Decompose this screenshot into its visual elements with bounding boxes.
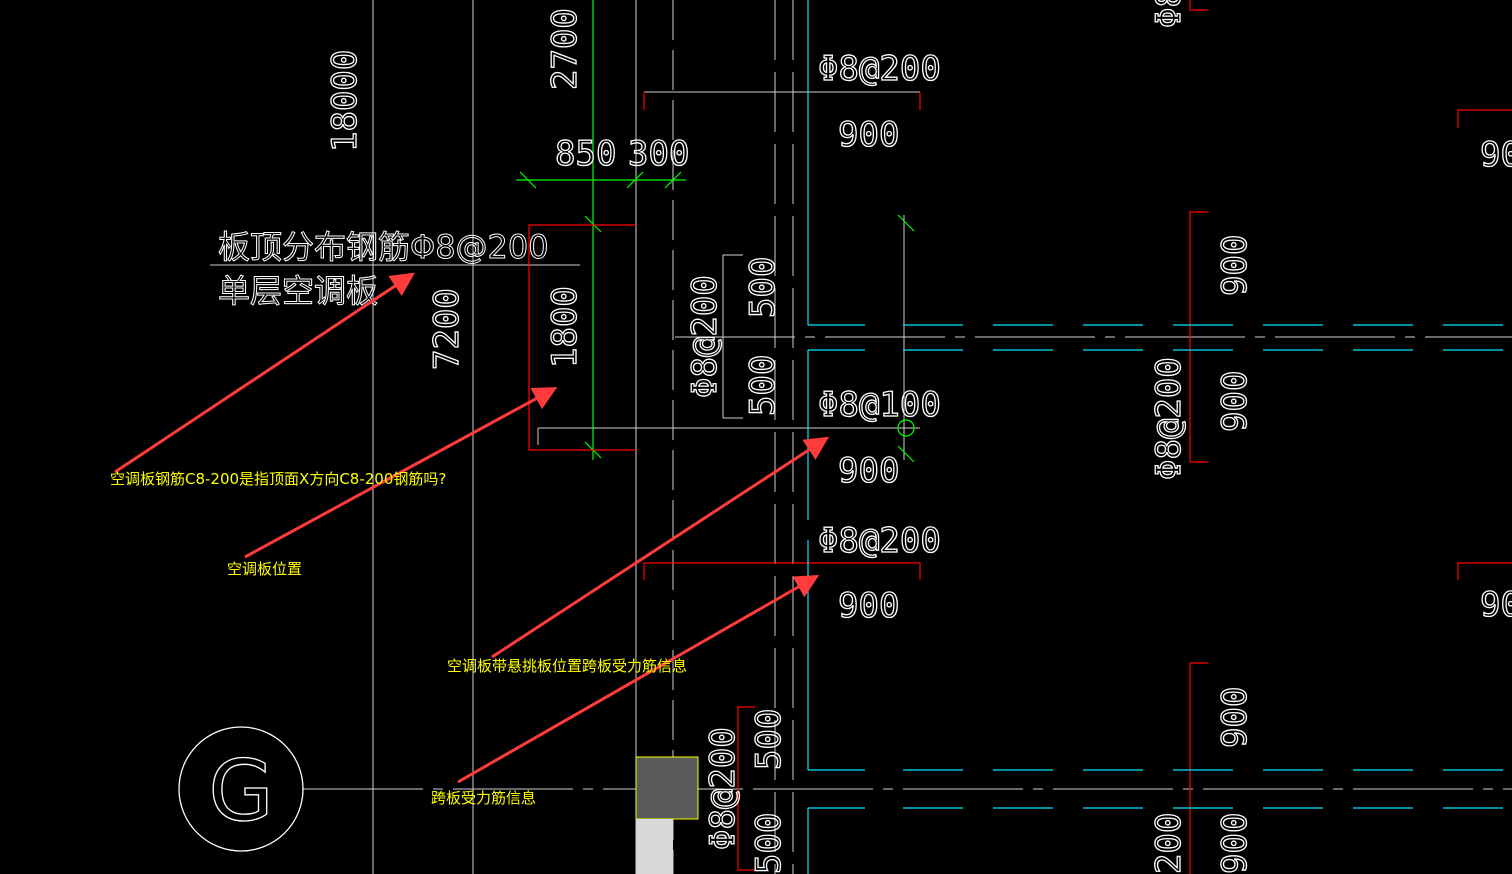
- column-block-lower: [636, 819, 673, 874]
- dim-18000: 18000: [325, 50, 365, 152]
- red-rebar-lines: [528, 0, 1512, 874]
- grid-axis-label: G: [208, 742, 273, 840]
- green-lines: [516, 0, 915, 463]
- dim-500-bottom-a: 500: [749, 709, 789, 770]
- rebar-top-edge: Φ8: [1149, 0, 1189, 28]
- annotation-question: 空调板钢筋C8-200是指顶面X方向C8-200钢筋吗?: [110, 470, 446, 488]
- annotation-ac-slab-position: 空调板位置: [227, 560, 302, 578]
- dim-850: 850: [555, 134, 616, 174]
- dim-900-mid: 900: [838, 451, 899, 491]
- dim-300: 300: [628, 134, 689, 174]
- dim-900-right-b: 900: [1215, 371, 1255, 432]
- grid-lines: [210, 0, 1512, 874]
- arrow-1: [114, 272, 415, 474]
- dim-90-edge-a: 90: [1480, 135, 1512, 175]
- label-single-layer-ac-slab: 单层空调板: [218, 272, 378, 310]
- arrow-2: [244, 387, 558, 559]
- annotation-span-rebar-info: 跨板受力筋信息: [431, 789, 536, 807]
- arrow-4: [457, 575, 820, 784]
- dim-500-bottom-b: 500: [749, 813, 789, 874]
- dim-900-right-c: 900: [1215, 687, 1255, 748]
- annotation-cantilever-info: 空调板带悬挑板位置跨板受力筋信息: [447, 657, 687, 675]
- dim-2700: 2700: [545, 8, 585, 90]
- dim-90-edge-b: 90: [1480, 585, 1512, 625]
- arrow-3: [491, 436, 830, 659]
- rebar-bottom-vertical: Φ8@200: [703, 727, 743, 850]
- grid-axis-bubble[interactable]: [178, 726, 304, 852]
- rebar-right-vertical: Φ8@200: [1149, 357, 1189, 480]
- label-slab-top-rebar: 板顶分布钢筋Φ8@200: [218, 228, 549, 266]
- dim-1800: 1800: [545, 286, 585, 368]
- dimension-texts: 18000 2700 850 300 7200 1800 Φ8@200 900 …: [324, 0, 1512, 874]
- column-block: [635, 756, 699, 820]
- dim-200-bottom: 200: [1149, 813, 1189, 874]
- rebar-low: Φ8@200: [818, 521, 941, 561]
- rebar-top: Φ8@200: [818, 49, 941, 89]
- dim-500-a: 500: [743, 257, 783, 318]
- dim-900-top: 900: [838, 115, 899, 155]
- dim-500-b: 500: [743, 355, 783, 416]
- rebar-mid-vertical: Φ8@200: [685, 275, 725, 398]
- dim-900-right-a: 900: [1215, 235, 1255, 296]
- rebar-mid: Φ8@100: [818, 385, 941, 425]
- dim-7200: 7200: [427, 288, 467, 370]
- dim-900-bottom: 900: [1215, 813, 1255, 874]
- annotation-arrows: [114, 272, 830, 784]
- dim-900-low: 900: [838, 586, 899, 626]
